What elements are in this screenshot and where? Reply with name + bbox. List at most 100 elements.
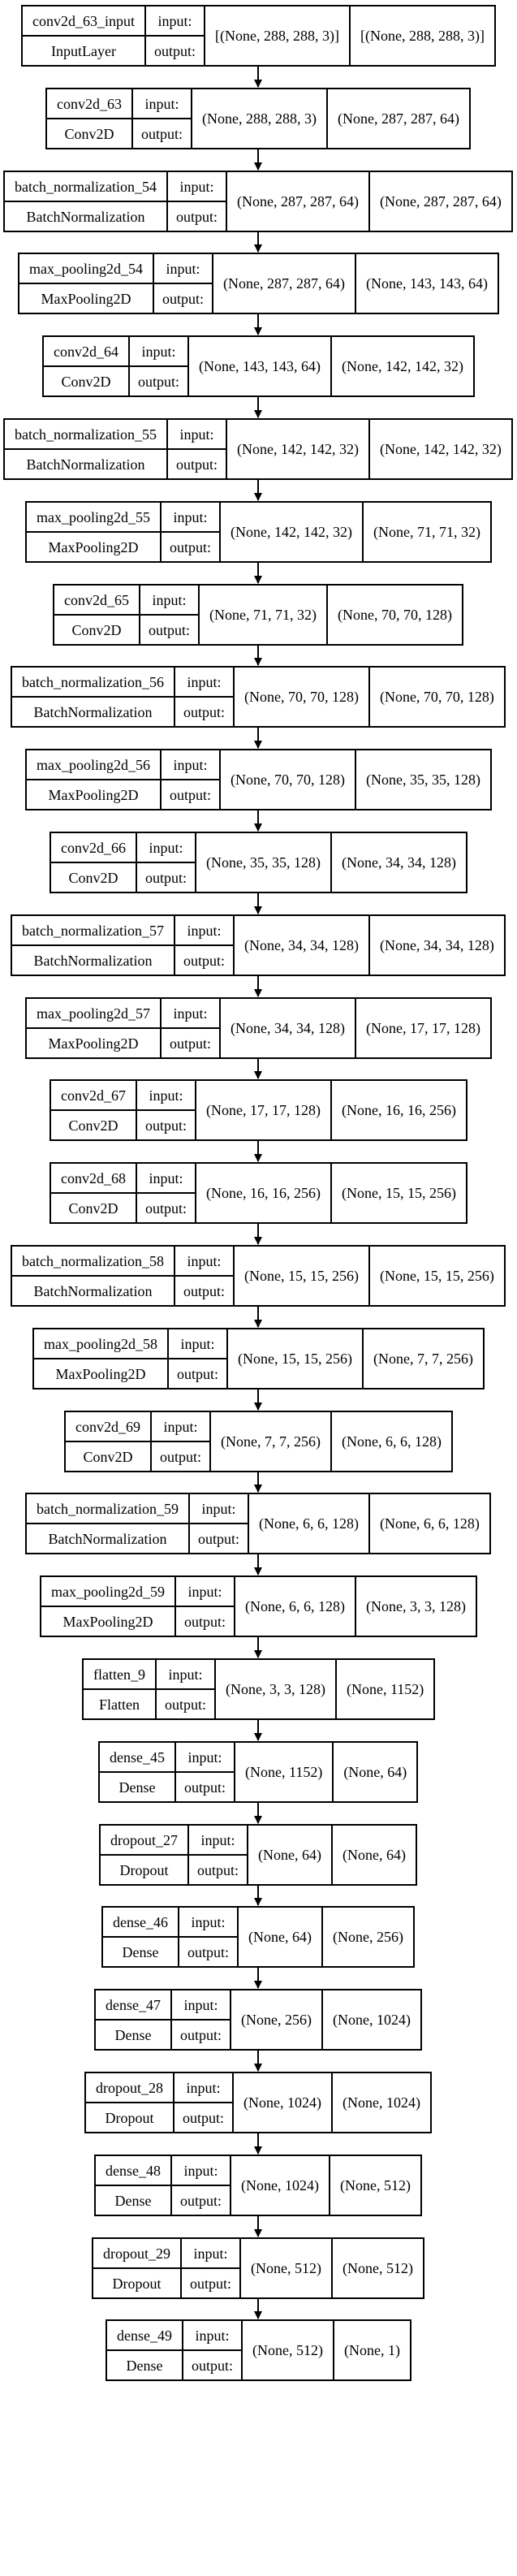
output-shape: (None, 6, 6, 128) (330, 1412, 451, 1471)
output-label: output: (182, 2267, 240, 2297)
input-shape: (None, 17, 17, 128) (206, 1102, 321, 1118)
layer-name: batch_normalization_58 (22, 1252, 164, 1269)
input-shape: (None, 287, 287, 64) (223, 275, 345, 292)
output-shape: (None, 512) (331, 2239, 423, 2297)
layer-type: Dense (103, 1936, 178, 1966)
output-shape: (None, 34, 34, 128) (368, 916, 504, 975)
io-label-cell: input:output: (171, 2156, 231, 2215)
io-label-cell: input:output: (183, 2321, 243, 2379)
layer-name: dense_46 (113, 1913, 168, 1930)
input-label: input: (157, 12, 192, 29)
io-label-cell: input:output: (152, 1412, 212, 1471)
output-shape: (None, 1) (332, 2321, 410, 2379)
output-shape: (None, 287, 287, 64) (326, 89, 469, 148)
layer-name: batch_normalization_56 (22, 673, 164, 690)
layer-type: BatchNormalization (12, 944, 174, 975)
output-shape: (None, 7, 7, 256) (362, 1329, 483, 1388)
io-label-cell: input:output: (167, 420, 227, 478)
input-shape: (None, 1152) (245, 1764, 323, 1780)
input-shape: (None, 142, 142, 32) (236, 441, 359, 457)
io-label-cell: input:output: (140, 586, 200, 644)
io-label-cell: input:output: (137, 833, 197, 892)
input-shape: (None, 256) (241, 2012, 312, 2028)
output-shape: (None, 15, 15, 256) (330, 1164, 466, 1222)
io-label-cell: input:output: (176, 1577, 236, 1636)
input-label: input: (200, 1831, 235, 1848)
output-label: output: (140, 614, 199, 644)
layer-type: Dropout (93, 2267, 180, 2297)
io-label-cell: input:output: (179, 1908, 239, 1966)
input-shape: (None, 35, 35, 128) (206, 854, 321, 871)
output-shape: (None, 70, 70, 128) (368, 668, 504, 726)
output-shape: (None, 34, 34, 128) (330, 833, 466, 892)
output-label: output: (167, 448, 226, 478)
layer-name: conv2d_68 (61, 1169, 126, 1186)
layer-name: batch_normalization_55 (15, 426, 157, 443)
input-label: input: (144, 95, 179, 112)
layer-type: MaxPooling2D (27, 531, 160, 561)
io-label-cell: input:output: (182, 2239, 242, 2297)
layer-type: InputLayer (23, 35, 144, 65)
layer-type: MaxPooling2D (34, 1358, 167, 1388)
layer-name: dropout_28 (96, 2079, 163, 2096)
output-shape: (None, 71, 71, 32) (362, 503, 490, 561)
layer-name: dense_48 (106, 2162, 161, 2179)
layer-type: BatchNormalization (27, 1523, 188, 1553)
layer-type: BatchNormalization (12, 1275, 174, 1305)
layer-type: Conv2D (51, 862, 136, 892)
output-label: output: (176, 1606, 235, 1636)
io-label-cell: input:output: (174, 2073, 235, 2132)
output-label: output: (174, 944, 233, 975)
output-shape: [(None, 288, 288, 3)] (348, 6, 494, 65)
input-label: input: (173, 756, 208, 773)
io-label-cell: input:output: (174, 1247, 235, 1305)
io-label-cell: input:output: (162, 750, 222, 809)
output-label: output: (189, 1523, 248, 1553)
layer-type: MaxPooling2D (41, 1606, 174, 1636)
output-label: output: (167, 201, 226, 231)
output-label: output: (189, 1854, 248, 1884)
input-shape: (None, 64) (258, 1847, 321, 1863)
layer-type: MaxPooling2D (19, 283, 153, 313)
input-label: input: (179, 178, 214, 195)
layer-name: conv2d_67 (61, 1087, 126, 1104)
output-label: output: (152, 1441, 210, 1471)
output-shape: (None, 6, 6, 128) (368, 1494, 489, 1553)
layer-name: conv2d_63_input (32, 12, 135, 29)
output-shape: (None, 1152) (334, 1660, 433, 1718)
input-label: input: (149, 1087, 183, 1104)
layer-name: max_pooling2d_55 (37, 508, 150, 525)
output-label: output: (174, 696, 233, 726)
output-shape: (None, 70, 70, 128) (326, 586, 462, 644)
layer-type: Conv2D (47, 118, 131, 148)
layer-name: conv2d_69 (75, 1418, 140, 1435)
layer-name: max_pooling2d_57 (37, 1005, 150, 1022)
io-label-cell: input:output: (171, 1990, 231, 2049)
output-label: output: (174, 1275, 233, 1305)
input-label: input: (187, 673, 222, 690)
output-shape: (None, 17, 17, 128) (355, 999, 490, 1057)
input-shape: (None, 512) (251, 2260, 321, 2276)
